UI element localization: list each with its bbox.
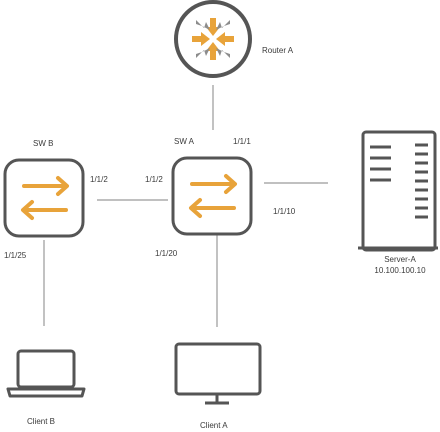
links (43, 85, 328, 327)
client-a-node[interactable] (174, 342, 262, 405)
switch-arrows-icon (21, 176, 69, 220)
server-bays-icon (415, 143, 428, 219)
server-a-ip: 10.100.100.10 (374, 266, 426, 275)
router-a-label: Router A (262, 46, 294, 55)
laptop-base (6, 387, 86, 398)
port-label-sw-a-to-client-a: 1/1/20 (155, 249, 178, 258)
switch-arrows-icon (189, 174, 237, 218)
port-label-sw-a-uplink: 1/1/1 (233, 137, 251, 146)
server-a-node[interactable] (358, 130, 438, 252)
sw-b-node[interactable] (3, 158, 85, 238)
switch-icon (171, 156, 253, 236)
server-a-label: Server-A (384, 255, 416, 264)
router-diag-arrows-icon (196, 20, 230, 58)
router-arrows-icon (192, 18, 234, 60)
port-label-sw-a-to-server: 1/1/10 (273, 207, 296, 216)
client-b-node[interactable] (6, 349, 86, 398)
sw-b-label: SW B (33, 139, 54, 148)
switch-icon (3, 158, 85, 238)
laptop-icon (16, 349, 76, 389)
monitor-icon (174, 342, 262, 396)
port-label-sw-b-to-sw-a: 1/1/2 (90, 175, 108, 184)
server-vents-icon (370, 145, 391, 182)
router-icon (174, 0, 252, 78)
port-label-sw-a-to-sw-b: 1/1/2 (145, 175, 163, 184)
sw-a-label: SW A (174, 137, 195, 146)
sw-a-node[interactable] (171, 156, 253, 236)
router-a-node[interactable] (174, 0, 252, 78)
port-label-sw-b-to-client-b: 1/1/25 (4, 251, 27, 260)
client-a-label: Client A (200, 421, 228, 430)
client-b-label: Client B (27, 417, 56, 426)
